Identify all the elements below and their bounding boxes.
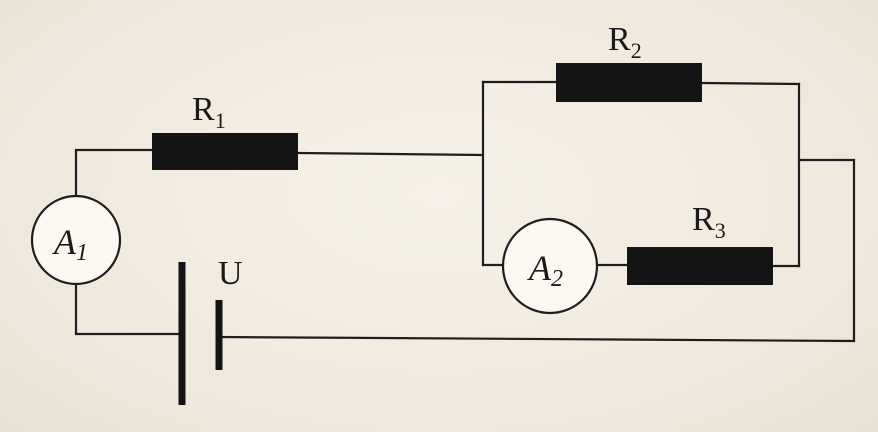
wire-top-branch-right: [700, 81, 801, 86]
resistor-r2: [556, 63, 702, 102]
ammeter-a2: [501, 217, 599, 315]
resistor-r1: [152, 133, 298, 170]
label-r3: R3: [692, 201, 726, 243]
wire-a1-to-r1: [74, 148, 154, 198]
label-ammeter-a2: A2: [527, 248, 563, 292]
wire-r1-to-junction: [296, 151, 485, 157]
label-ammeter-a1: A1: [52, 222, 88, 266]
ammeter-a1: [30, 194, 122, 286]
wire-a1-to-battery: [74, 280, 183, 336]
wires: [74, 80, 856, 343]
resistor-r3: [627, 247, 773, 285]
label-source-u: U: [218, 255, 243, 292]
label-r2: R2: [608, 21, 642, 63]
wire-outer-right: [797, 158, 856, 343]
wire-bottom-return: [217, 335, 856, 343]
label-r1: R1: [192, 91, 226, 133]
